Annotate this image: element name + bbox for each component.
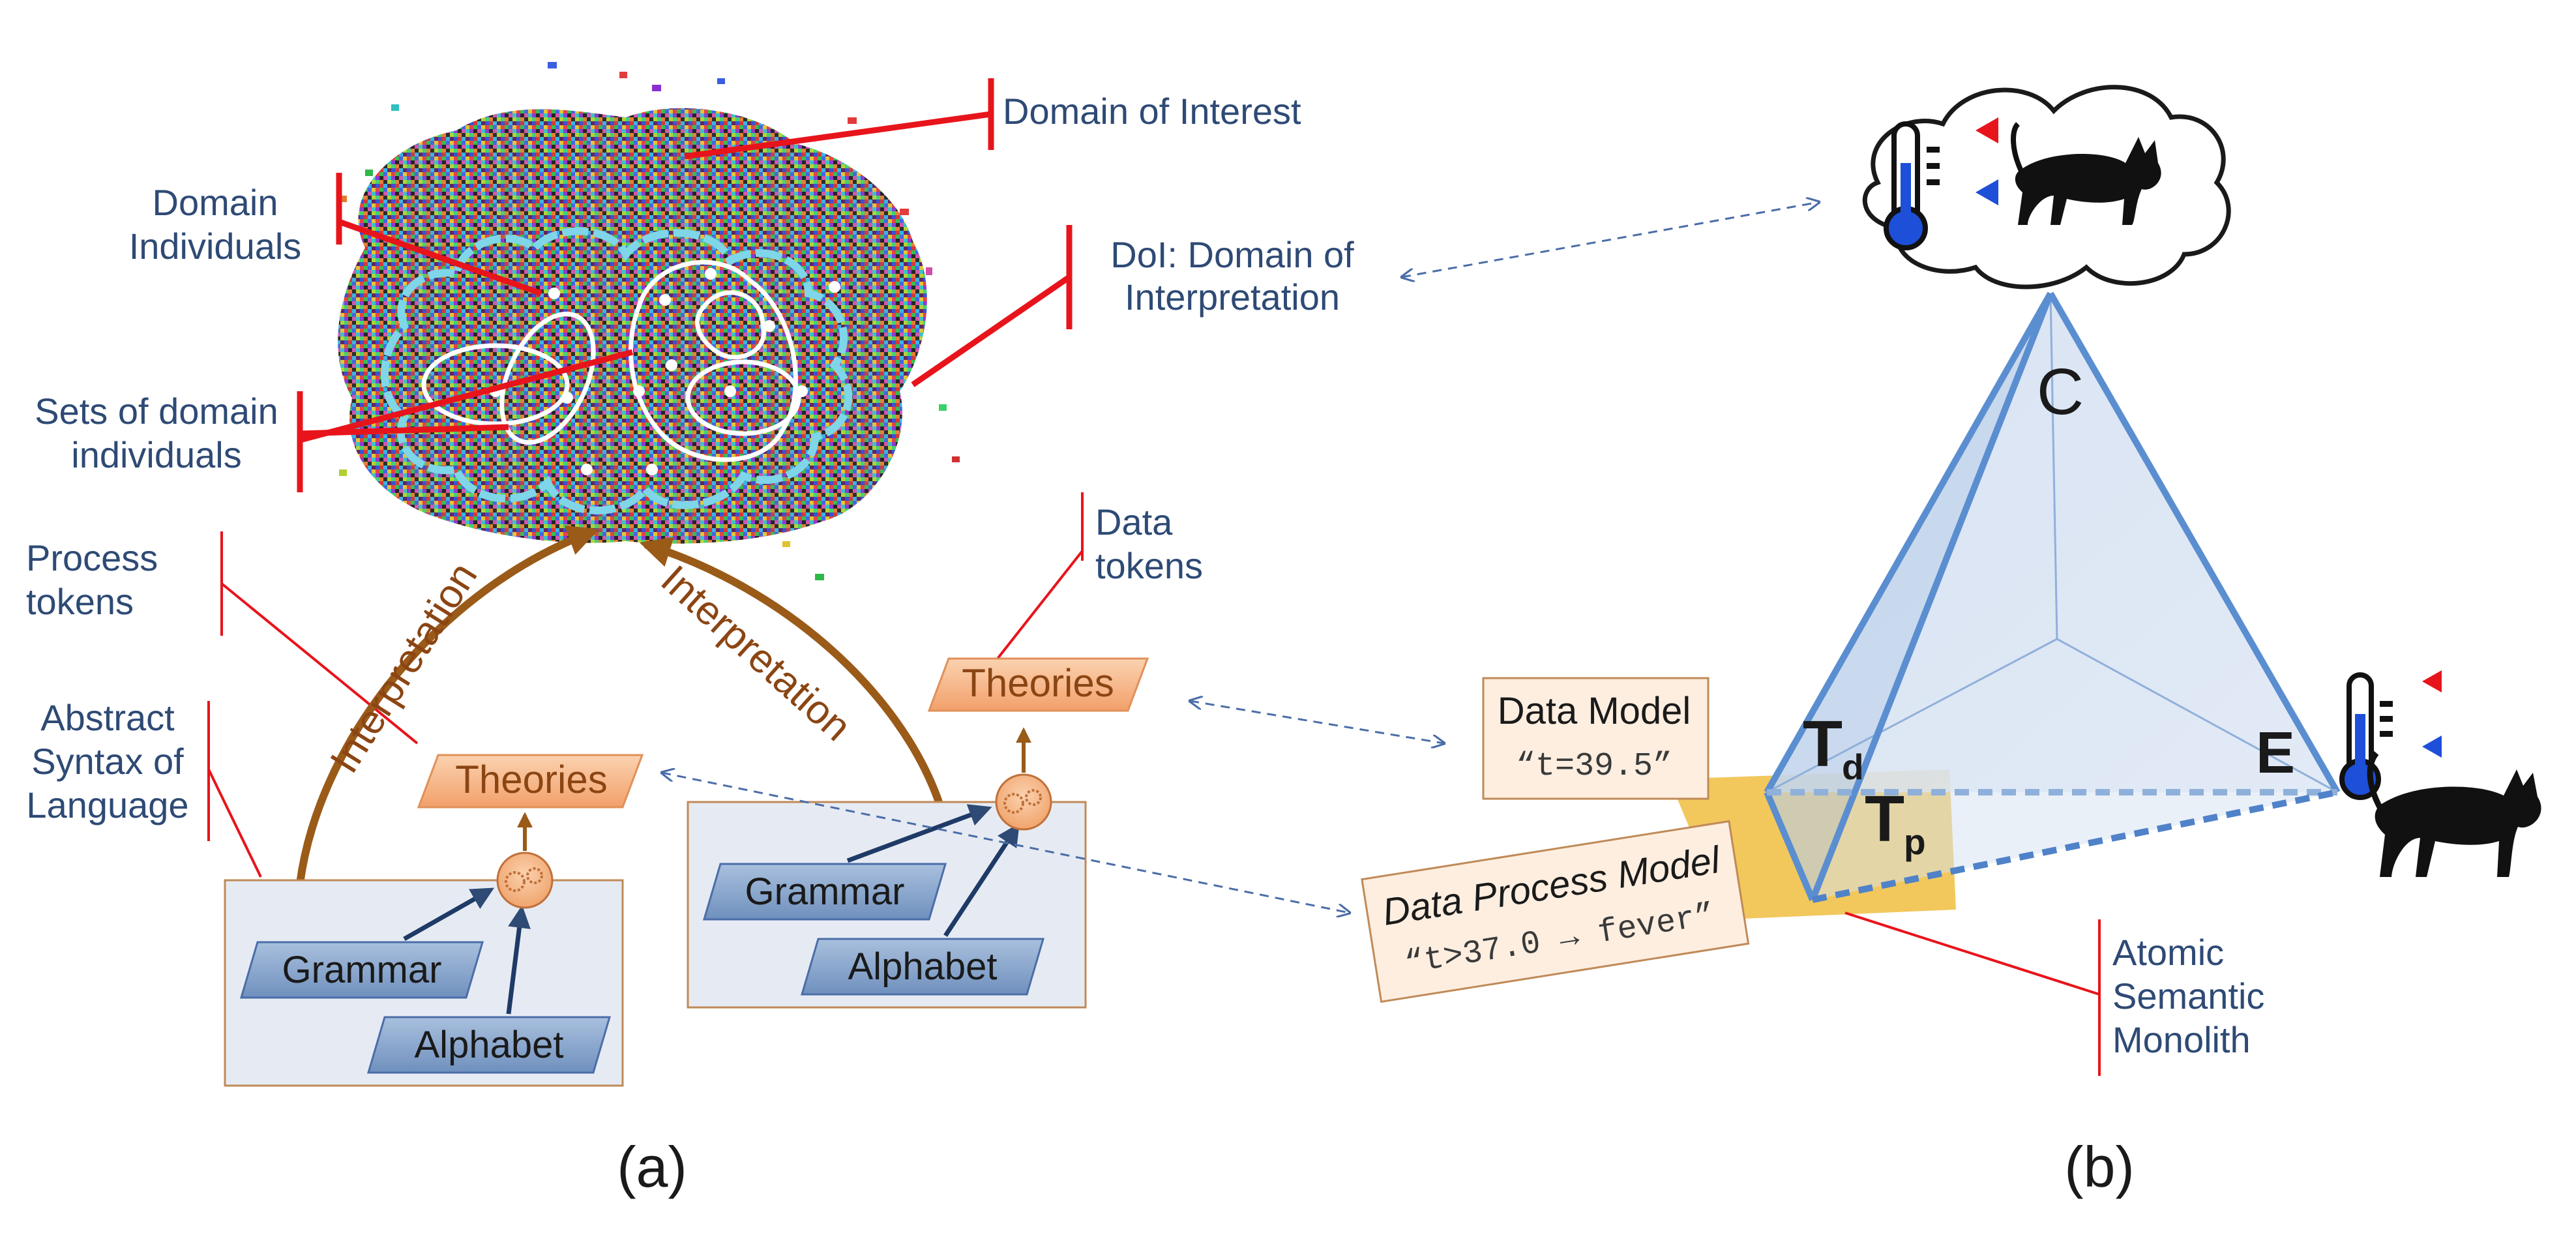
thought-cloud bbox=[1862, 85, 2231, 290]
label-process-tokens-1: Process bbox=[26, 537, 158, 578]
thermometer-icon bbox=[2339, 670, 2442, 800]
label-abstract-1: Abstract bbox=[40, 697, 175, 738]
annotation-lines-a bbox=[207, 78, 1084, 878]
syntax-box-left: Grammar Alphabet Theories bbox=[224, 754, 644, 1087]
label-atomic-3: Monolith bbox=[2112, 1019, 2251, 1060]
label-sets-2: individuals bbox=[71, 434, 242, 475]
grammar-right: Grammar bbox=[745, 870, 905, 913]
label-abstract-3: Language bbox=[26, 784, 188, 825]
interpretation-arrow-left bbox=[296, 525, 600, 884]
vertex-e: E bbox=[2256, 721, 2295, 786]
label-domain-individuals-2: Individuals bbox=[129, 226, 302, 267]
grammar-left: Grammar bbox=[282, 949, 442, 991]
label-abstract-2: Syntax of bbox=[31, 741, 184, 782]
panel-a: Domain of Interest Domain Individuals Do… bbox=[26, 62, 1354, 1199]
process-model-box: Data Process Model “t>37.0 → fever” bbox=[1361, 820, 1750, 1003]
gear-icon bbox=[496, 852, 554, 909]
label-atomic-2: Semantic bbox=[2112, 975, 2264, 1017]
label-data-tokens-1: Data bbox=[1095, 501, 1173, 542]
interpretation-label-right: Interpretation bbox=[653, 557, 860, 750]
interpretation-label-left: Interpretation bbox=[321, 555, 486, 780]
caption-b: (b) bbox=[2064, 1135, 2135, 1199]
gear-icon bbox=[995, 773, 1052, 831]
alphabet-left: Alphabet bbox=[415, 1024, 564, 1066]
label-domain-individuals-1: Domain bbox=[153, 182, 278, 223]
cat-icon bbox=[2367, 751, 2541, 877]
cat-icon bbox=[2011, 122, 2161, 225]
caption-a: (a) bbox=[617, 1135, 687, 1199]
syntax-box-right: Grammar Alphabet Theories bbox=[687, 657, 1149, 1009]
theories-left: Theories bbox=[455, 758, 607, 801]
label-domain-of-interest: Domain of Interest bbox=[1003, 91, 1301, 132]
vertex-td: T bbox=[1803, 707, 1843, 780]
vertex-tp: T bbox=[1865, 782, 1904, 855]
label-data-tokens-2: tokens bbox=[1095, 545, 1203, 586]
label-process-tokens-2: tokens bbox=[26, 581, 134, 622]
atomic-annotation-lines bbox=[1844, 912, 2101, 1076]
data-model-box: Data Model “t=39.5” bbox=[1482, 677, 1710, 800]
theories-right: Theories bbox=[962, 661, 1114, 705]
alphabet-right: Alphabet bbox=[848, 945, 998, 988]
data-model-value: “t=39.5” bbox=[1516, 748, 1672, 785]
interpretation-arrow-right bbox=[639, 537, 943, 804]
data-model-title: Data Model bbox=[1498, 690, 1691, 732]
dashed-connectors bbox=[662, 202, 1819, 913]
vertex-td-sub: d bbox=[1842, 747, 1864, 787]
pyramid bbox=[1764, 291, 2341, 903]
vertex-c: C bbox=[2037, 355, 2084, 428]
vertex-tp-sub: p bbox=[1904, 822, 1926, 862]
panel-b: C E T d T p Data Model “t=39.5” Data Pro… bbox=[662, 85, 2541, 1199]
label-doi-1: DoI: Domain of bbox=[1110, 234, 1354, 275]
label-sets-1: Sets of domain bbox=[35, 391, 278, 432]
thermometer-icon bbox=[1884, 117, 1998, 250]
domain-of-interest-blob bbox=[338, 62, 960, 580]
label-doi-2: Interpretation bbox=[1125, 276, 1340, 318]
label-atomic-1: Atomic bbox=[2112, 932, 2224, 973]
